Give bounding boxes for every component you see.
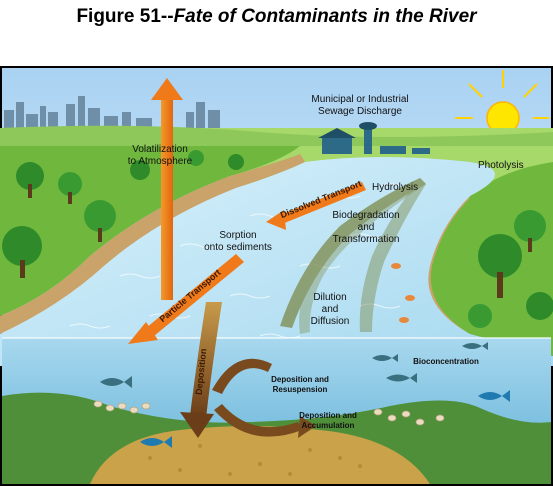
deposition-resuspension-arrow — [212, 358, 272, 394]
trees-left — [2, 150, 244, 278]
volatilization-arrow — [151, 78, 183, 300]
river-surface — [0, 157, 553, 366]
label-deposition-accumulation-line2: Accumulation — [302, 421, 355, 430]
riverbed-sediment — [90, 426, 430, 484]
label-biodegradation-line2: and — [358, 222, 375, 233]
river-fate-diagram: Municipal or Industrial Sewage Discharge… — [0, 66, 553, 486]
left-bank-cliff — [0, 154, 305, 334]
figure-title-emphasis: Fate of Contaminants in the River — [173, 6, 477, 27]
figure-title-prefix: Figure 51-- — [76, 6, 174, 27]
label-sewage-line1: Municipal or Industrial — [311, 94, 408, 105]
dissolved-transport-arrow — [266, 182, 366, 230]
fish-icon — [100, 342, 510, 448]
label-sewage-line2: Sewage Discharge — [318, 106, 402, 117]
label-photolysis: Photolysis — [478, 160, 524, 171]
label-volatilization-line2: to Atmosphere — [128, 156, 193, 167]
label-deposition-resuspension-line1: Deposition and — [271, 375, 329, 384]
label-bioconcentration: Bioconcentration — [413, 357, 479, 366]
label-sorption-line2: onto sediments — [204, 242, 272, 253]
label-dilution-line3: Diffusion — [311, 316, 350, 327]
duck-icons — [391, 263, 415, 323]
deposition-arrow — [180, 302, 222, 438]
label-deposition-accumulation-line1: Deposition and — [299, 411, 357, 420]
label-volatilization-line1: Volatilization — [132, 144, 188, 155]
sediment-speckle — [148, 444, 362, 476]
deposition-accumulation-arrow — [214, 404, 316, 438]
label-deposition: Deposition — [194, 348, 209, 395]
figure-title: Figure 51--Fate of Contaminants in the R… — [0, 6, 553, 28]
particle-transport-arrow — [128, 254, 244, 344]
label-biodegradation-line1: Biodegradation — [332, 210, 399, 221]
shells — [93, 400, 445, 426]
label-sorption-line1: Sorption — [219, 230, 256, 241]
sewage-plant-icon — [318, 122, 430, 154]
dilution-plume — [280, 178, 426, 334]
label-hydrolysis: Hydrolysis — [372, 182, 418, 193]
label-biodegradation-line3: Transformation — [333, 234, 400, 245]
label-dilution-line2: and — [322, 304, 339, 315]
label-dilution-line1: Dilution — [313, 292, 346, 303]
trees-right — [468, 210, 553, 328]
label-deposition-resuspension-line2: Resuspension — [273, 385, 328, 394]
